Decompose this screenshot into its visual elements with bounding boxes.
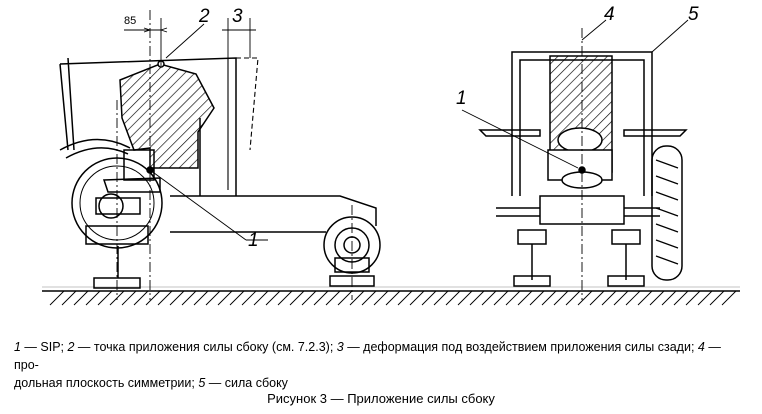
legend-line-2: дольная плоскость симметрии; 5 — сила сб… xyxy=(14,374,749,392)
legend-num: 2 xyxy=(67,340,75,354)
legend-num: 4 xyxy=(697,340,705,354)
legend-text: — SIP; xyxy=(20,340,68,354)
ground xyxy=(42,286,740,306)
callout-1-side: 1 xyxy=(248,230,259,251)
legend-line-1: 1 — SIP; 2 — точка приложения силы сбоку… xyxy=(14,338,749,374)
callout-4: 4 xyxy=(604,4,615,25)
callout-5: 5 xyxy=(688,4,699,25)
figure-caption: Рисунок 3 — Приложение силы сбоку xyxy=(267,391,495,406)
callout-3: 3 xyxy=(232,6,243,27)
callout-1-rear: 1 xyxy=(456,88,467,109)
legend-num: 1 xyxy=(14,340,21,354)
legend-text: дольная плоскость симметрии; xyxy=(14,376,199,390)
legend-num: 3 xyxy=(336,340,344,354)
dimension-85 xyxy=(124,18,256,66)
dimension-85-label: 85 xyxy=(124,15,136,27)
fender xyxy=(59,138,131,159)
tractor-body xyxy=(170,195,377,233)
tractor-force-diagram: 85 2 3 1 4 5 xyxy=(42,4,740,306)
legend-text: — точка приложения силы сбоку (см. 7.2.3… xyxy=(74,340,337,354)
callout-2: 2 xyxy=(198,6,210,27)
operator-zone xyxy=(119,63,215,169)
legend-text: — деформация под воздействием приложения… xyxy=(343,340,698,354)
figure-legend: 1 — SIP; 2 — точка приложения силы сбоку… xyxy=(14,338,749,392)
side-view xyxy=(59,57,381,289)
legend-num: 5 xyxy=(198,376,206,390)
legend-text: — сила сбоку xyxy=(205,376,288,390)
legend-text: — про- xyxy=(14,340,721,372)
rear-wheel-rear xyxy=(651,145,683,281)
rear-view xyxy=(478,51,688,287)
